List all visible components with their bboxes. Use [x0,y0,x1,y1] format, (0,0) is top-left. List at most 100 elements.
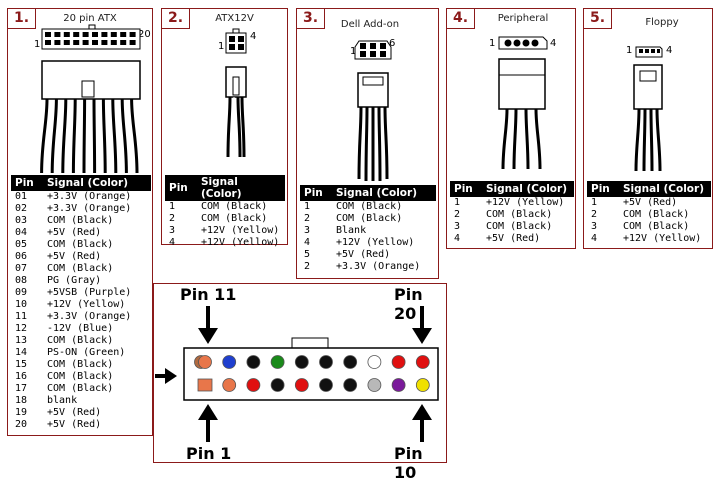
pin-label-left: 1 [626,45,633,56]
connector-title: 20 pin ATX [63,13,117,24]
pin-signal: COM (Black) [201,213,268,224]
pin-number: 4 [454,233,461,244]
pin-signal: COM (Black) [336,201,403,212]
pin-label-right: 6 [389,38,396,49]
pin-signal: +12V (Yellow) [201,237,280,248]
pin-number: 07 [15,263,28,274]
pin-signal: +5V (Red) [47,419,102,430]
pin-signal: +5V (Red) [336,249,391,260]
label-pin-11: Pin 11 [180,285,237,304]
panel-number: 5. [584,9,613,29]
pin-signal: COM (Black) [486,209,553,220]
pin-label-left: 1 [34,39,41,50]
pin-signal: +5VSB (Purple) [47,287,132,298]
pin-signal: +3.3V (Orange) [47,203,132,214]
table-row: 06+5V (Red) [11,251,151,263]
connector-title: Peripheral [497,13,549,24]
pin-number: 3 [454,221,461,232]
table-row: 2 COM (Black) [165,213,285,225]
pin-number: 20 [15,419,28,430]
connector-title: Dell Add-on [340,19,400,30]
table-row: 02 +3.3V (Orange) [11,203,151,215]
col-header-signal: Signal (Color) [619,181,711,197]
pin-number: 15 [15,359,28,370]
table-row: 4+12V (Yellow) [587,233,711,245]
pin-signal: COM (Black) [47,335,114,346]
pin-signal: blank [47,395,78,406]
pin-12 [222,355,237,369]
floppy-connector-drawing [633,46,663,172]
table-row: 2 COM (Black) [587,209,711,221]
pin-signal: Blank [336,225,367,236]
pin-number: 4 [304,237,311,248]
col-header-signal: Signal (Color) [482,181,574,197]
table-row: 3 COM (Black) [450,221,574,233]
pin-signal: COM (Black) [486,221,553,232]
pin-number: 2 [169,213,176,224]
pin-number: 02 [15,203,28,214]
pin-3 [246,378,261,392]
pin-label-left: 1 [350,46,357,57]
pin-14 [270,355,285,369]
pin-signal: +5V (Red) [47,407,102,418]
pin-signal: +5V (Red) [623,197,678,208]
table-row: 3+12V (Yellow) [165,225,285,237]
pin-label-right: 4 [666,45,673,56]
pin-number: 1 [454,197,461,208]
atx-pin-layout-panel: Pin 11 Pin 20 Pin 1 Pin 10 [153,283,447,482]
pin-signal: COM (Black) [47,239,114,250]
pin-2 [222,378,237,392]
table-row: 20 +5V (Red) [11,419,151,431]
pin-number: 4 [169,237,176,248]
table-row: 2+3.3V (Orange) [300,261,436,273]
pin-number: 11 [15,311,28,322]
pin-label-right: 4 [250,31,257,42]
table-row: 09+5VSB (Purple) [11,287,151,299]
pin-number: 03 [15,215,28,226]
pin-number: 05 [15,239,28,250]
col-header-signal: Signal (Color) [197,175,285,201]
label-pin-1: Pin 1 [186,444,232,463]
pin-number: 2 [304,213,311,224]
pin-6 [319,378,333,392]
panel-number: 1. [8,9,37,29]
pin-16 [319,355,333,369]
table-row: 12-12V (Blue) [11,323,151,335]
pin-18 [367,355,382,369]
pin-signal: COM (Black) [47,371,114,382]
pin-number: 3 [591,221,598,232]
col-header-pin: Pin [11,175,43,191]
pin-number: 1 [591,197,598,208]
pin-number: 01 [15,191,28,202]
pin-signal: COM (Black) [47,215,114,226]
side-arrow-icon [155,368,177,384]
col-header-pin: Pin [300,185,332,201]
pin-4 [270,378,285,392]
table-row: 10+12V (Yellow) [11,299,151,311]
table-row: 03 COM (Black) [11,215,151,227]
col-header-signal: Signal (Color) [43,175,151,191]
pin-signal: COM (Black) [623,209,690,220]
pin-number: 2 [591,209,598,220]
pin-signal: +5V (Red) [486,233,541,244]
dell-addon-connector-drawing [354,40,392,182]
pin-signal: +12V (Yellow) [486,197,565,208]
pin-9 [391,378,406,392]
table-row: 1 +12V (Yellow) [450,197,574,209]
pin-signal: +12V (Yellow) [336,237,415,248]
pin-label-left: 1 [218,41,225,52]
arrow-pin-10 [412,404,432,442]
label-pin-20: Pin 20 [394,285,423,323]
pin-number: 4 [591,233,598,244]
pin-number: 12 [15,323,28,334]
